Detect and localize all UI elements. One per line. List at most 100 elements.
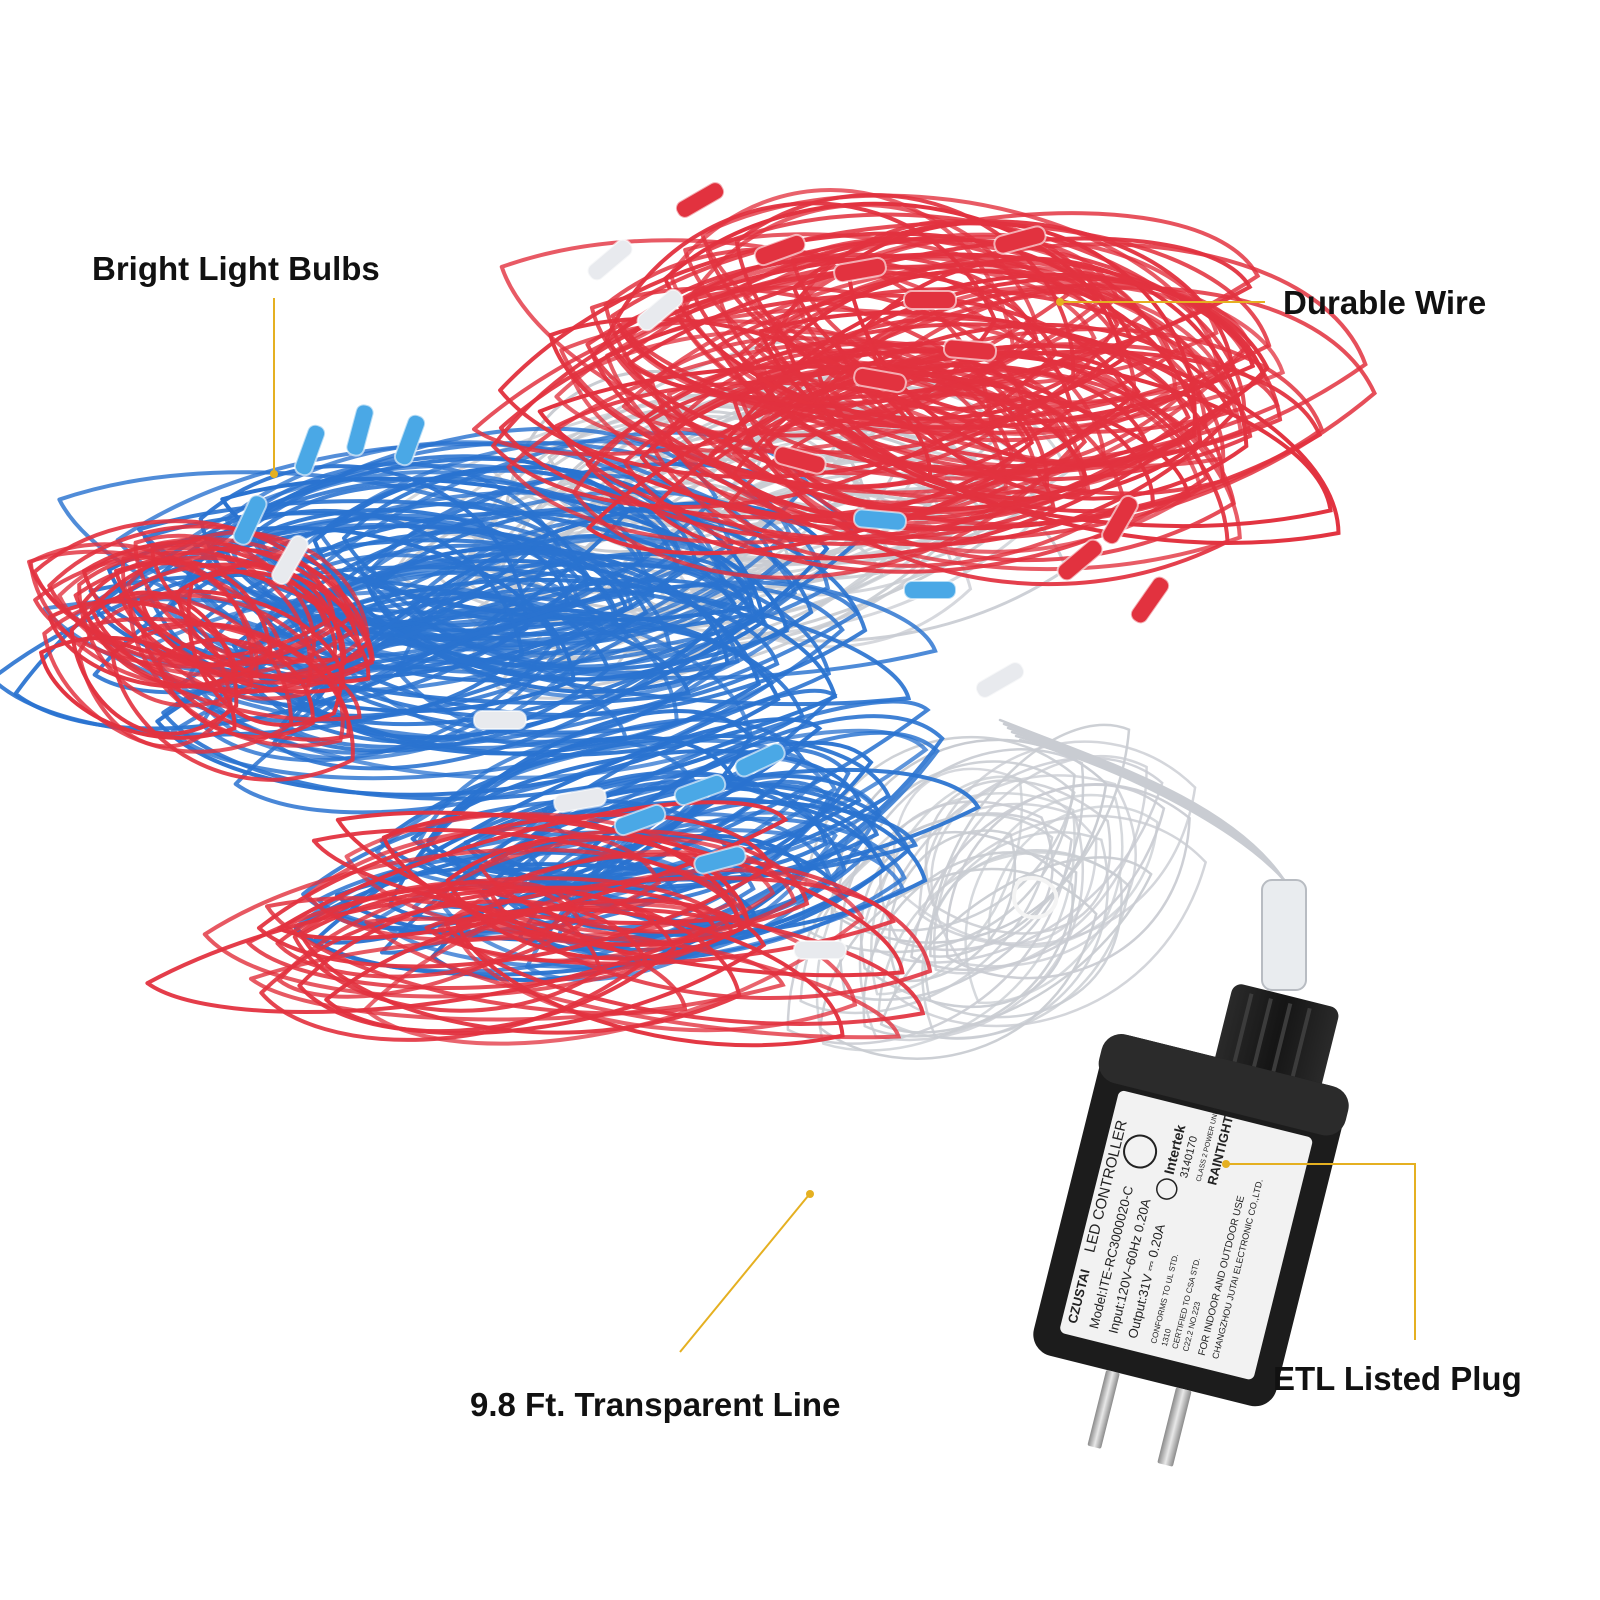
wire-strand [716, 287, 1253, 482]
wire-strand [139, 589, 345, 694]
wire-strand [276, 880, 577, 999]
adapter-std-1: 1310 [1160, 1327, 1173, 1347]
led-bulb [793, 940, 847, 960]
led-bulb [852, 508, 908, 532]
wire-strand [554, 264, 1097, 454]
wire-strand [442, 835, 797, 947]
wire-strand [256, 812, 774, 969]
wire-strand [81, 539, 363, 679]
wire-strand [202, 847, 753, 999]
led-bulb [942, 338, 998, 362]
wire-strand [248, 935, 786, 1022]
line-leader-dot [806, 1190, 814, 1198]
led-bulb [1056, 538, 1104, 582]
wire-strand [537, 364, 1192, 531]
callout-durable-wire: Durable Wire [1283, 284, 1487, 321]
led-bulb [674, 181, 726, 219]
wire-strand [651, 343, 1214, 561]
wire-strand [732, 341, 1230, 587]
led-bulb [773, 445, 827, 475]
plug-prong-right [1157, 1387, 1192, 1467]
callout-etl-listed-plug: ETL Listed Plug [1273, 1360, 1522, 1397]
wire-strand [888, 829, 1017, 983]
led-bulb [673, 773, 727, 807]
wire-strand [628, 252, 1039, 409]
power-adapter: CZUSTAI LED CONTROLLER Model:ITE-RC30000… [1033, 879, 1349, 1467]
wire-strand [910, 783, 1166, 971]
led-bulb [903, 290, 957, 310]
wire-strand [455, 907, 845, 1048]
led-bulb [1101, 494, 1139, 546]
wire-strand [308, 501, 830, 740]
etl-mark-icon [1123, 1134, 1158, 1169]
wire-strand [69, 590, 239, 736]
line-leader-line [679, 1195, 809, 1353]
led-bulb [903, 580, 957, 600]
transparent-lead-line [998, 718, 1286, 920]
wire-strand [705, 212, 1247, 434]
led-bulb [232, 494, 268, 546]
wire-strand [491, 270, 1059, 509]
wire-strand [964, 793, 1124, 1004]
wire-strand [924, 779, 1112, 935]
wire-strand [930, 774, 1137, 968]
lead-strand [1018, 738, 1286, 882]
wire-strand [277, 800, 789, 941]
wire-strand [812, 289, 1206, 475]
wire-strand [296, 511, 789, 672]
led-bulb [753, 233, 807, 267]
twist-tie [1012, 876, 1059, 920]
wire-strand [585, 322, 1191, 541]
wire-strand [426, 735, 736, 872]
plug-leader-line [1228, 1163, 1416, 1340]
led-bulb [833, 256, 887, 284]
wire-strand [791, 236, 1137, 409]
wire-strand [57, 536, 357, 678]
wire-strand [88, 572, 691, 705]
connector-ridges [1230, 993, 1312, 1084]
adapter-shoulder [1098, 1034, 1349, 1136]
wire-strand [724, 391, 1088, 546]
wire-strand [334, 862, 758, 943]
bulbs-leader-dot [270, 470, 278, 478]
wire-strand [410, 748, 862, 880]
led-bulbs [232, 181, 1171, 960]
led-bulb [293, 423, 327, 477]
wire-strand [233, 583, 845, 815]
wire-strand [292, 886, 603, 1013]
wire-strand [487, 852, 933, 1000]
wire-strand [921, 830, 1109, 1040]
wire-strand [737, 268, 1174, 429]
wire-strand [859, 830, 1074, 1008]
led-bulb [1129, 575, 1171, 625]
led-bulb [993, 225, 1047, 255]
wire-strand [918, 740, 1197, 946]
callout-bright-light-bulbs: Bright Light Bulbs [92, 250, 380, 287]
wire-strand [275, 880, 584, 979]
led-bulb [693, 845, 747, 875]
led-bulb [586, 238, 634, 282]
wire-strand [39, 635, 237, 740]
led-bulb [271, 534, 309, 586]
wire-strand [89, 546, 371, 695]
plug-leader-dot [1222, 1160, 1230, 1168]
wire-strand [76, 601, 234, 749]
wire-strand [893, 814, 1208, 1028]
callout-transparent-line: 9.8 Ft. Transparent Line [470, 1386, 841, 1423]
wire-leader-dot [1056, 298, 1064, 306]
wire-strand [338, 533, 754, 674]
led-bulb [393, 413, 427, 467]
wire-strand [32, 519, 336, 660]
wire-strand [621, 262, 1100, 435]
m-mark-icon [1156, 1178, 1178, 1200]
wire-strand [668, 188, 1015, 414]
plug-prong-left [1087, 1370, 1120, 1449]
wire-strand [33, 550, 330, 669]
wire-strand [863, 256, 1249, 501]
cable-strain-relief [1261, 879, 1307, 991]
led-bulb [974, 661, 1026, 699]
wire-strand [409, 514, 798, 669]
led-bulb [613, 803, 667, 837]
wire-strand [128, 593, 345, 748]
led-bulb [345, 403, 375, 457]
